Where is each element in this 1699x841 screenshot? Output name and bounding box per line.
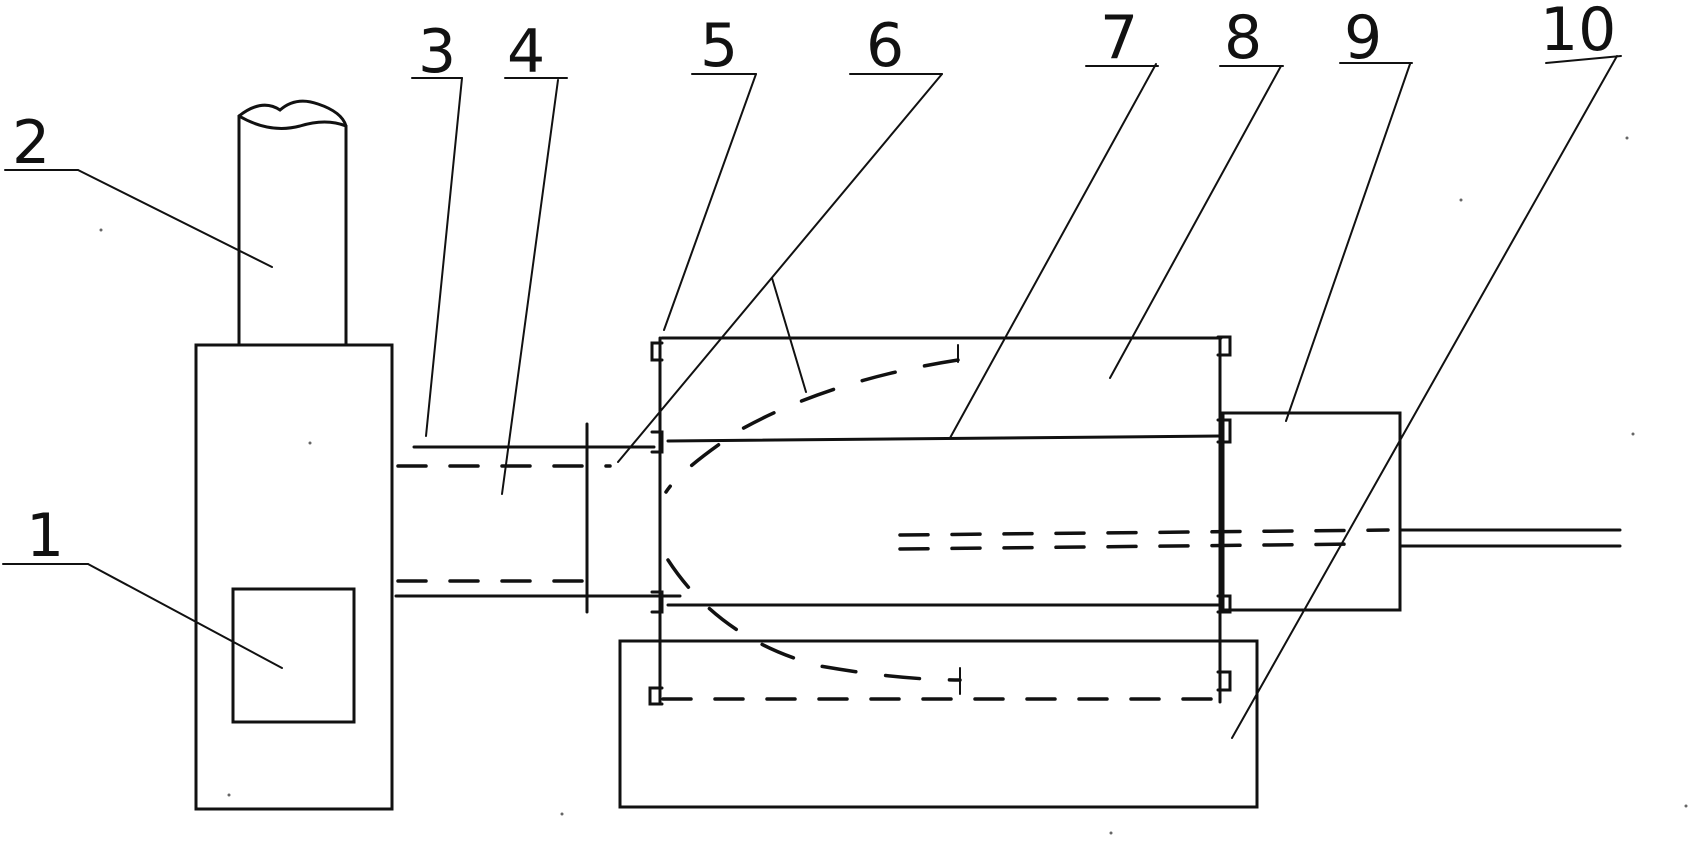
label-8: 8 — [1224, 3, 1262, 73]
connecting-pipe — [394, 422, 682, 614]
label-10: 10 — [1540, 0, 1616, 65]
label-7: 7 — [1100, 3, 1138, 73]
motor-housing — [1221, 411, 1402, 612]
label-2: 2 — [12, 108, 50, 178]
helical-plates — [664, 344, 962, 695]
chimney — [237, 99, 348, 347]
scan-specks — [99, 136, 1688, 835]
base-support — [618, 639, 1259, 809]
output-shaft — [1398, 528, 1622, 548]
label-1: 1 — [26, 501, 64, 571]
central-shaft — [898, 528, 1390, 551]
label-9: 9 — [1344, 3, 1382, 73]
label-4: 4 — [507, 17, 545, 87]
inner-drum — [650, 418, 1232, 614]
label-6: 6 — [866, 11, 904, 81]
boiler-box — [194, 343, 394, 811]
leader-lines — [2, 55, 1622, 739]
boiler-door — [231, 587, 356, 724]
label-5: 5 — [700, 11, 738, 81]
outer-drum — [648, 335, 1232, 706]
part-labels: 1 2 3 4 5 6 7 8 9 10 — [12, 0, 1616, 571]
label-3: 3 — [418, 17, 456, 87]
